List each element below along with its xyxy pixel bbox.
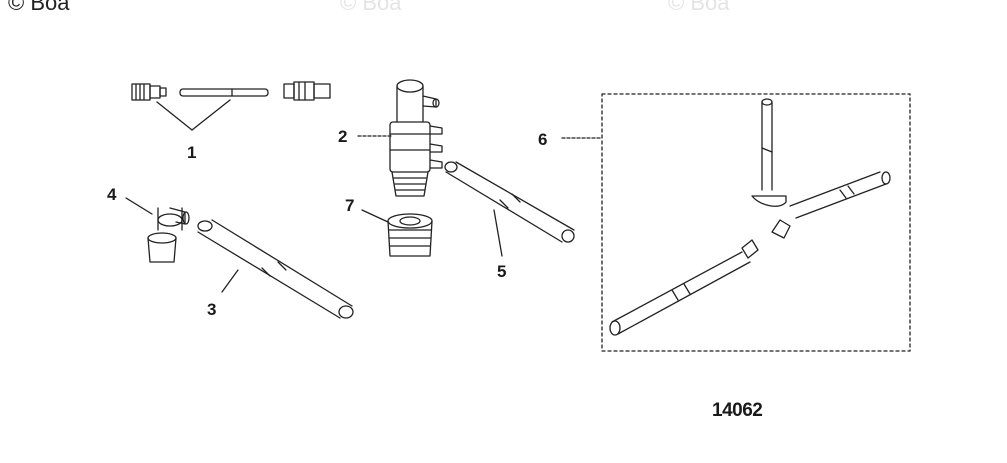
callout-2: 2 [338, 127, 348, 146]
callout-4: 4 [107, 185, 117, 204]
figure-number: 14062 [712, 400, 763, 421]
watermark-copyright: © Boa [8, 0, 70, 15]
callout-1: 1 [187, 143, 197, 162]
part-7-bushing [361, 209, 433, 257]
callout-6: 6 [538, 130, 548, 149]
callout-3: 3 [207, 300, 217, 319]
callout-7: 7 [345, 196, 355, 215]
part-5-hose [444, 161, 575, 257]
part-2-manifold [357, 79, 443, 197]
part-3-hose [197, 219, 354, 319]
watermark-copyright: © Boa [668, 0, 730, 15]
watermark-copyright: © Boa [340, 0, 402, 15]
part-1-fitting-assembly [131, 81, 331, 131]
part-4-elbow [125, 197, 190, 263]
part-6-hose-assembly [561, 93, 911, 352]
callout-5: 5 [497, 262, 507, 281]
